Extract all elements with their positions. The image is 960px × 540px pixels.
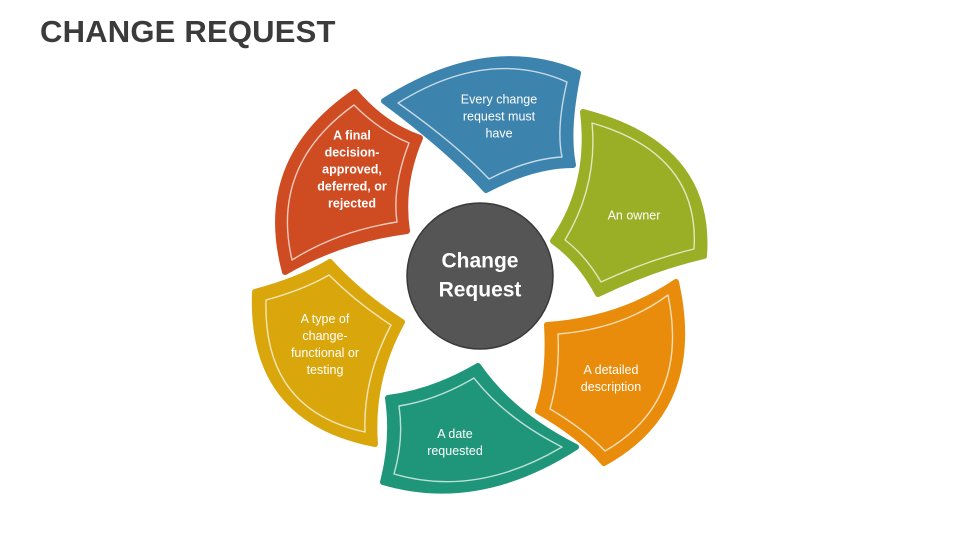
segment-every-change: Every change request must have bbox=[381, 56, 581, 193]
segment-detailed-description-label: A detailed description bbox=[581, 363, 641, 394]
page-title: CHANGE REQUEST bbox=[40, 14, 336, 49]
segment-type-of-change: A type of change-functional or testing bbox=[251, 259, 405, 447]
segment-final-decision: A final decision-approved, deferred, or rej… bbox=[275, 89, 423, 275]
segment-detailed-description: A detailed description bbox=[535, 279, 685, 466]
segment-owner-label: An owner bbox=[608, 209, 661, 223]
segment-final-decision-label-line-3: approved, bbox=[322, 163, 382, 177]
segment-date-requested-inner-outline bbox=[393, 377, 563, 483]
segment-final-decision-label: A final decision-approved, deferred, or rej… bbox=[317, 129, 387, 211]
segment-date-requested-label-line-1: A date bbox=[437, 427, 472, 441]
segment-final-decision-inner-outline bbox=[286, 104, 410, 261]
segment-final-decision-label-line-5: rejected bbox=[328, 197, 376, 211]
center-label-line-2: Request bbox=[439, 279, 522, 302]
segment-date-requested: A date requested bbox=[380, 363, 579, 494]
segment-every-change-inner-outline bbox=[397, 67, 568, 180]
segment-detailed-description-label-line-2: description bbox=[581, 380, 641, 394]
segment-date-requested-label-line-2: requested bbox=[427, 444, 483, 458]
segment-type-of-change-label-line-2: change- bbox=[302, 329, 347, 343]
segment-every-change-label: Every change request must have bbox=[461, 93, 537, 141]
segment-date-requested-shape bbox=[380, 363, 579, 494]
center-circle bbox=[406, 202, 554, 350]
segment-final-decision-shape bbox=[275, 89, 423, 275]
segment-every-change-label-line-2: request must bbox=[463, 110, 536, 124]
segment-type-of-change-label-line-4: testing bbox=[307, 363, 344, 377]
segment-date-requested-label: A date requested bbox=[427, 427, 483, 458]
segment-detailed-description-label-line-1: A detailed bbox=[584, 363, 639, 377]
segment-every-change-label-line-1: Every change bbox=[461, 93, 537, 107]
segment-final-decision-label-line-2: decision- bbox=[325, 146, 380, 160]
segment-type-of-change-label-line-1: A type of bbox=[301, 312, 350, 326]
segment-every-change-shape bbox=[381, 56, 581, 193]
segment-owner-shape bbox=[550, 109, 708, 297]
segment-every-change-label-line-3: have bbox=[485, 127, 512, 141]
center-label-line-1: Change bbox=[441, 250, 518, 273]
segment-owner-inner-outline bbox=[564, 122, 695, 283]
segment-owner-label-line-1: An owner bbox=[608, 209, 661, 223]
segment-final-decision-label-line-4: deferred, or bbox=[317, 180, 387, 194]
segment-owner: An owner bbox=[550, 109, 708, 297]
segment-type-of-change-label: A type of change-functional or testing bbox=[291, 312, 359, 377]
segment-type-of-change-inner-outline bbox=[265, 274, 392, 433]
segment-detailed-description-inner-outline bbox=[549, 294, 674, 452]
segment-type-of-change-label-line-3: functional or bbox=[291, 346, 359, 360]
segment-final-decision-label-line-1: A final bbox=[333, 129, 371, 143]
